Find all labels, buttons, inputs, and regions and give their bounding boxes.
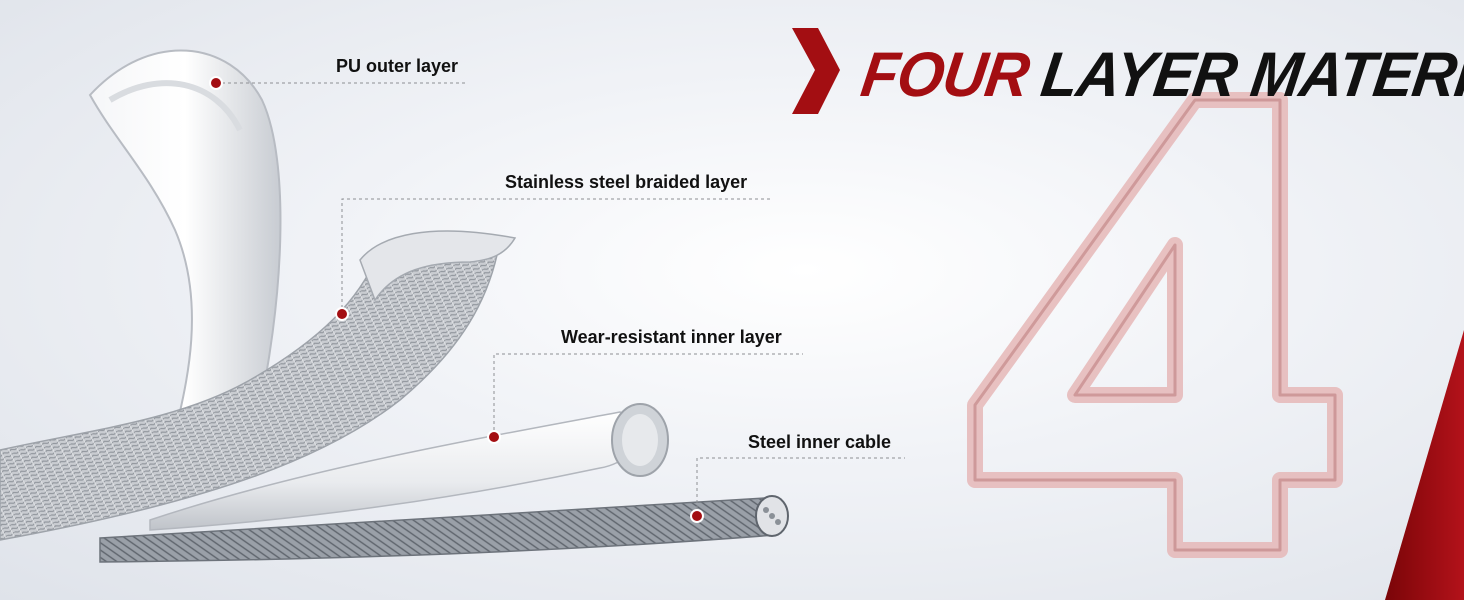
cable-leader-line [696, 457, 905, 515]
marker-dots [209, 76, 704, 523]
steel-cable-graphic [99, 495, 789, 563]
cable-marker-dot [690, 509, 704, 523]
numeral-four-graphic [967, 92, 1343, 558]
braid-leader-line [341, 198, 770, 314]
wear-leader-line [493, 353, 803, 436]
title-word-four: FOUR [857, 39, 1034, 110]
braid-marker-dot [335, 307, 349, 321]
wear-marker-dot [487, 430, 501, 444]
page-title: FOURLAYER MATERIAL [857, 38, 1464, 112]
label-steel-inner-cable: Steel inner cable [748, 432, 892, 452]
title-word-layer-material: LAYER MATERIAL [1037, 39, 1464, 110]
braided-layer-graphic [0, 230, 517, 541]
label-stainless-steel-braided-layer: Stainless steel braided layer [505, 172, 748, 192]
label-wear-resistant-inner-layer: Wear-resistant inner layer [561, 327, 782, 347]
wear-layer-graphic [149, 403, 669, 531]
callout-leaders [216, 82, 905, 515]
red-corner-stripe [1385, 330, 1464, 600]
label-pu-outer-layer: PU outer layer [336, 56, 459, 76]
pu-marker-dot [209, 76, 223, 90]
chevron-icon [792, 28, 840, 114]
